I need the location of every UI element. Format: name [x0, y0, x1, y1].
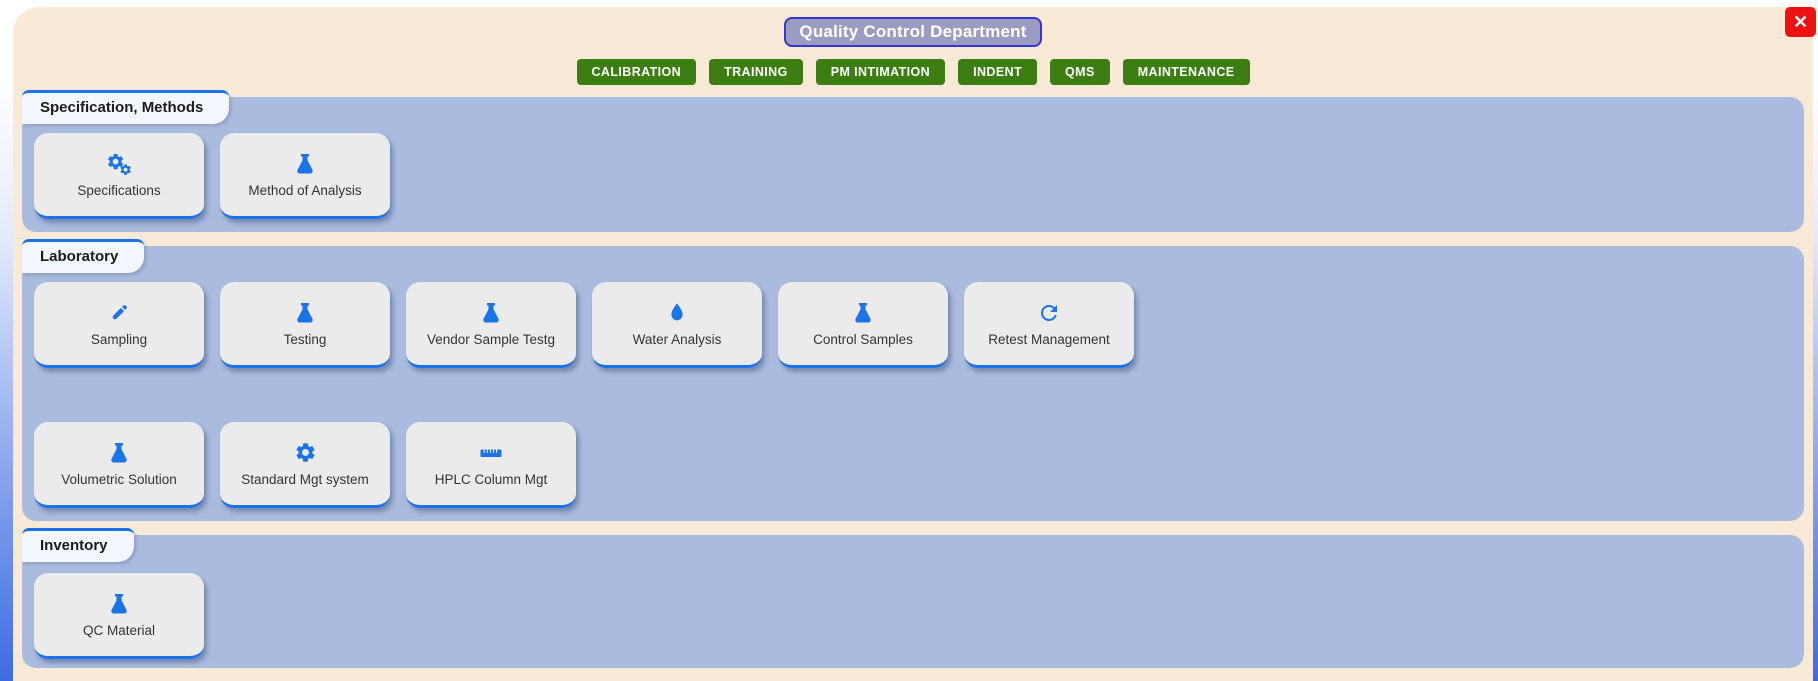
ruler-icon: [479, 441, 503, 465]
card-specifications[interactable]: Specifications: [34, 133, 204, 219]
section-tab-laboratory: Laboratory: [22, 239, 145, 273]
flask-icon: [851, 301, 875, 325]
card-water-analysis[interactable]: Water Analysis: [592, 282, 762, 368]
card-label: HPLC Column Mgt: [434, 471, 548, 487]
nav-button-calibration[interactable]: CALIBRATION: [576, 59, 697, 85]
card-standard-mgt-system[interactable]: Standard Mgt system: [220, 422, 390, 508]
card-label: Testing: [283, 331, 327, 347]
card-label: Retest Management: [988, 331, 1110, 347]
card-label: Vendor Sample Testg: [426, 331, 556, 347]
nav-button-maintenance[interactable]: MAINTENANCE: [1122, 59, 1250, 85]
section-panel-inventory: QC Material: [22, 535, 1804, 668]
card-label: QC Material: [82, 622, 155, 638]
nav-button-pm-intimation[interactable]: PM INTIMATION: [815, 59, 946, 85]
card-row: Volumetric Solution Standard Mgt system: [34, 422, 1790, 508]
page-title: Quality Control Department: [784, 17, 1042, 47]
card-label: Water Analysis: [632, 331, 722, 347]
card-qc-material[interactable]: QC Material: [34, 573, 204, 659]
section-panel-specification-methods: Specifications Method of Analysis: [22, 97, 1804, 232]
nav-button-qms[interactable]: QMS: [1050, 59, 1110, 85]
card-label: Control Samples: [813, 331, 913, 347]
section-laboratory: Laboratory Sampling: [22, 239, 1804, 521]
card-vendor-sample-testg[interactable]: Vendor Sample Testg: [406, 282, 576, 368]
card-label: Method of Analysis: [248, 182, 362, 198]
title-row: Quality Control Department: [22, 17, 1804, 47]
card-sampling[interactable]: Sampling: [34, 282, 204, 368]
close-icon: ✕: [1792, 12, 1809, 32]
gears-icon: [106, 152, 133, 176]
card-row: Specifications Method of Analysis: [34, 133, 1790, 219]
flask-icon: [293, 301, 317, 325]
close-button[interactable]: ✕: [1785, 7, 1816, 37]
card-label: Sampling: [90, 331, 148, 347]
card-hplc-column-mgt[interactable]: HPLC Column Mgt: [406, 422, 576, 508]
flask-icon: [107, 592, 131, 616]
qc-dashboard-panel: Quality Control Department CALIBRATION T…: [13, 7, 1813, 681]
section-inventory: Inventory QC Material: [22, 528, 1804, 668]
gear-icon: [294, 441, 317, 465]
section-specification-methods: Specification, Methods Specifications: [22, 90, 1804, 232]
card-label: Volumetric Solution: [61, 471, 177, 487]
section-panel-laboratory: Sampling Testing Vendor Sample Testg: [22, 246, 1804, 521]
card-label: Standard Mgt system: [241, 471, 369, 487]
card-retest-management[interactable]: Retest Management: [964, 282, 1134, 368]
section-tab-specification-methods: Specification, Methods: [22, 90, 230, 124]
nav-button-training[interactable]: TRAINING: [709, 59, 803, 85]
nav-button-row: CALIBRATION TRAINING PM INTIMATION INDEN…: [22, 59, 1804, 85]
section-tab-inventory: Inventory: [22, 528, 134, 562]
card-row: Sampling Testing Vendor Sample Testg: [34, 282, 1790, 368]
card-testing[interactable]: Testing: [220, 282, 390, 368]
card-row: QC Material: [34, 573, 1790, 659]
card-control-samples[interactable]: Control Samples: [778, 282, 948, 368]
flask-icon: [479, 301, 503, 325]
test-tube-icon: [107, 301, 131, 325]
card-method-of-analysis[interactable]: Method of Analysis: [220, 133, 390, 219]
droplet-icon: [665, 301, 689, 325]
card-label: Specifications: [77, 182, 161, 198]
flask-icon: [293, 152, 317, 176]
card-volumetric-solution[interactable]: Volumetric Solution: [34, 422, 204, 508]
nav-button-indent[interactable]: INDENT: [958, 59, 1038, 85]
refresh-icon: [1037, 301, 1061, 325]
flask-icon: [107, 441, 131, 465]
